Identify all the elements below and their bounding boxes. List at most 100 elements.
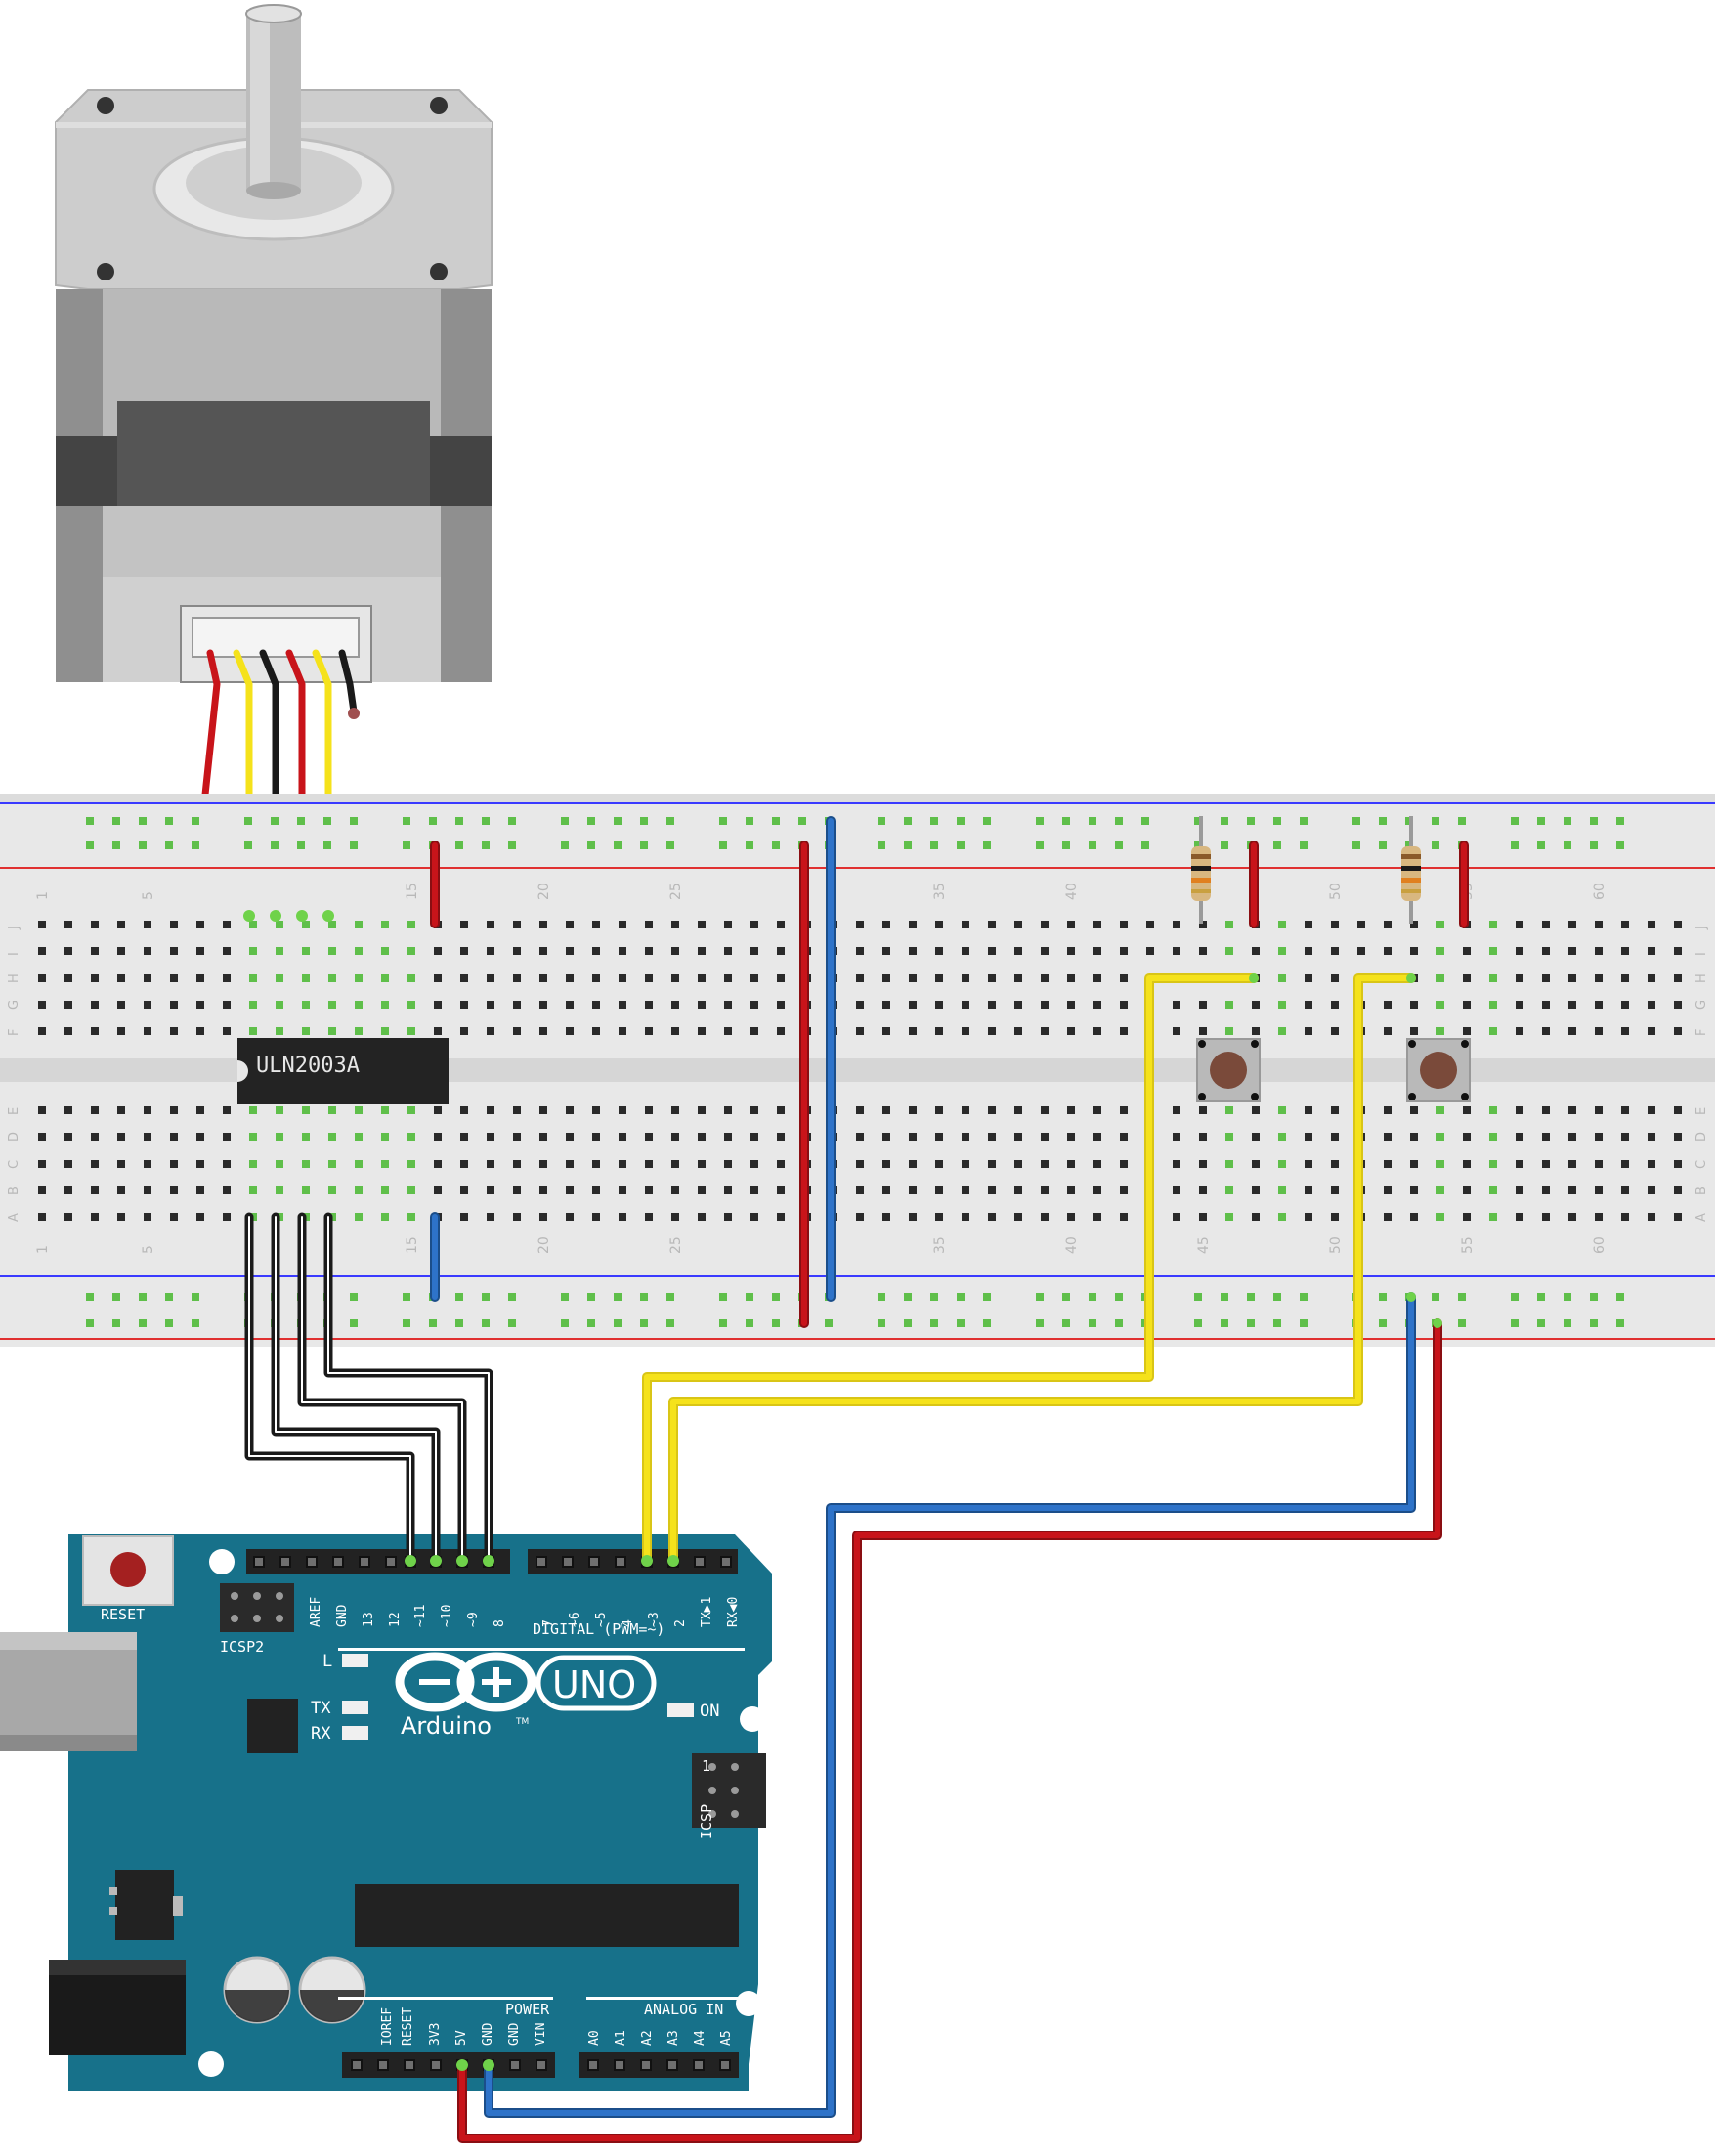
breadboard-hole <box>328 1001 336 1009</box>
breadboard-hole <box>1331 947 1339 955</box>
breadboard-hole <box>1067 1027 1075 1035</box>
rail-hole <box>350 841 358 849</box>
breadboard-hole <box>276 921 283 928</box>
breadboard-hole <box>539 1213 547 1221</box>
breadboard-hole <box>1093 974 1101 982</box>
breadboard-hole <box>645 1027 653 1035</box>
breadboard-hole <box>1621 921 1629 928</box>
breadboard-hole <box>1041 1213 1049 1221</box>
breadboard-hole <box>988 1133 996 1141</box>
breadboard-hole <box>381 1213 389 1221</box>
breadboard-hole <box>38 947 46 955</box>
breadboard-hole <box>566 1160 574 1168</box>
breadboard-hole <box>1305 947 1312 955</box>
breadboard-hole <box>909 1106 917 1114</box>
rail-hole <box>983 1319 991 1327</box>
breadboard-hole <box>1674 1160 1682 1168</box>
pin-label: A0 <box>587 2030 602 2046</box>
breadboard-hole <box>249 947 257 955</box>
breadboard-hole <box>1674 947 1682 955</box>
capacitor-icon <box>298 1956 366 2024</box>
breadboard-hole <box>1014 1106 1022 1114</box>
rail-hole <box>323 817 331 825</box>
rail-hole <box>640 1293 648 1301</box>
header-hole <box>536 2059 547 2071</box>
breadboard-hole <box>1199 1213 1207 1221</box>
breadboard-hole <box>434 1001 442 1009</box>
column-number: 60 <box>1592 1236 1608 1254</box>
breadboard-hole <box>38 1106 46 1114</box>
breadboard-hole <box>1674 1106 1682 1114</box>
rail-hole <box>1379 817 1387 825</box>
rail-hole <box>1273 817 1281 825</box>
breadboard-hole <box>988 947 996 955</box>
breadboard-hole <box>1542 1027 1550 1035</box>
breadboard-hole <box>1674 1186 1682 1194</box>
breadboard-hole <box>856 921 864 928</box>
breadboard-hole <box>276 1001 283 1009</box>
column-number: 1 <box>35 891 51 900</box>
breadboard-hole <box>1516 921 1523 928</box>
rail-hole <box>139 1319 147 1327</box>
breadboard-hole <box>302 921 310 928</box>
digital-label: DIGITAL (PWM=~) <box>533 1620 665 1638</box>
breadboard-hole <box>1384 1027 1392 1035</box>
breadboard-hole <box>434 974 442 982</box>
breadboard-hole <box>1674 921 1682 928</box>
breadboard-hole <box>856 1186 864 1194</box>
breadboard-hole <box>328 1160 336 1168</box>
breadboard-hole <box>1621 1001 1629 1009</box>
breadboard-hole <box>1173 1213 1180 1221</box>
header-hole <box>430 2059 442 2071</box>
breadboard-hole <box>434 1186 442 1194</box>
breadboard-hole <box>1093 1160 1101 1168</box>
breadboard-hole <box>1384 921 1392 928</box>
breadboard-hole <box>64 947 72 955</box>
breadboard-hole <box>1093 1001 1101 1009</box>
breadboard-hole <box>1463 947 1471 955</box>
breadboard-hole <box>302 947 310 955</box>
rail-hole <box>1089 841 1096 849</box>
breadboard-hole <box>1225 1133 1233 1141</box>
breadboard-hole <box>698 1186 706 1194</box>
breadboard-hole <box>1305 921 1312 928</box>
breadboard-hole <box>1568 1106 1576 1114</box>
breadboard-hole <box>988 1027 996 1035</box>
breadboard-hole <box>38 1133 46 1141</box>
breadboard-hole <box>962 947 969 955</box>
breadboard-hole <box>935 1133 943 1141</box>
rail-hole <box>1115 1319 1123 1327</box>
breadboard-hole <box>592 1027 600 1035</box>
rail-hole <box>1590 1293 1598 1301</box>
pin-label: IOREF <box>380 2007 395 2046</box>
row-letter: B <box>7 1186 21 1195</box>
breadboard-hole <box>355 1213 363 1221</box>
row-letter: I <box>1694 952 1709 956</box>
breadboard-hole <box>38 1186 46 1194</box>
breadboard-hole <box>1199 1027 1207 1035</box>
breadboard-hole <box>1489 1133 1497 1141</box>
breadboard-hole <box>1674 1001 1682 1009</box>
breadboard-hole <box>64 1186 72 1194</box>
breadboard-hole <box>962 1027 969 1035</box>
header-hole <box>351 2059 363 2071</box>
breadboard-hole <box>882 1133 890 1141</box>
rail-hole <box>719 1319 727 1327</box>
rail-hole <box>165 1319 173 1327</box>
breadboard-hole <box>302 1133 310 1141</box>
rail-hole <box>1616 817 1624 825</box>
breadboard-hole <box>1067 1186 1075 1194</box>
rail-hole <box>878 1319 885 1327</box>
header-hole <box>588 1556 600 1568</box>
rail-hole <box>482 1319 490 1327</box>
pin-label: 7 <box>541 1619 556 1627</box>
breadboard-hole <box>566 1027 574 1035</box>
breadboard-hole <box>882 1213 890 1221</box>
breadboard-hole <box>249 1133 257 1141</box>
breadboard-hole <box>513 921 521 928</box>
led-on-label: ON <box>700 1702 719 1721</box>
breadboard-hole <box>1568 974 1576 982</box>
rail-hole <box>297 817 305 825</box>
rail-hole <box>1432 817 1439 825</box>
